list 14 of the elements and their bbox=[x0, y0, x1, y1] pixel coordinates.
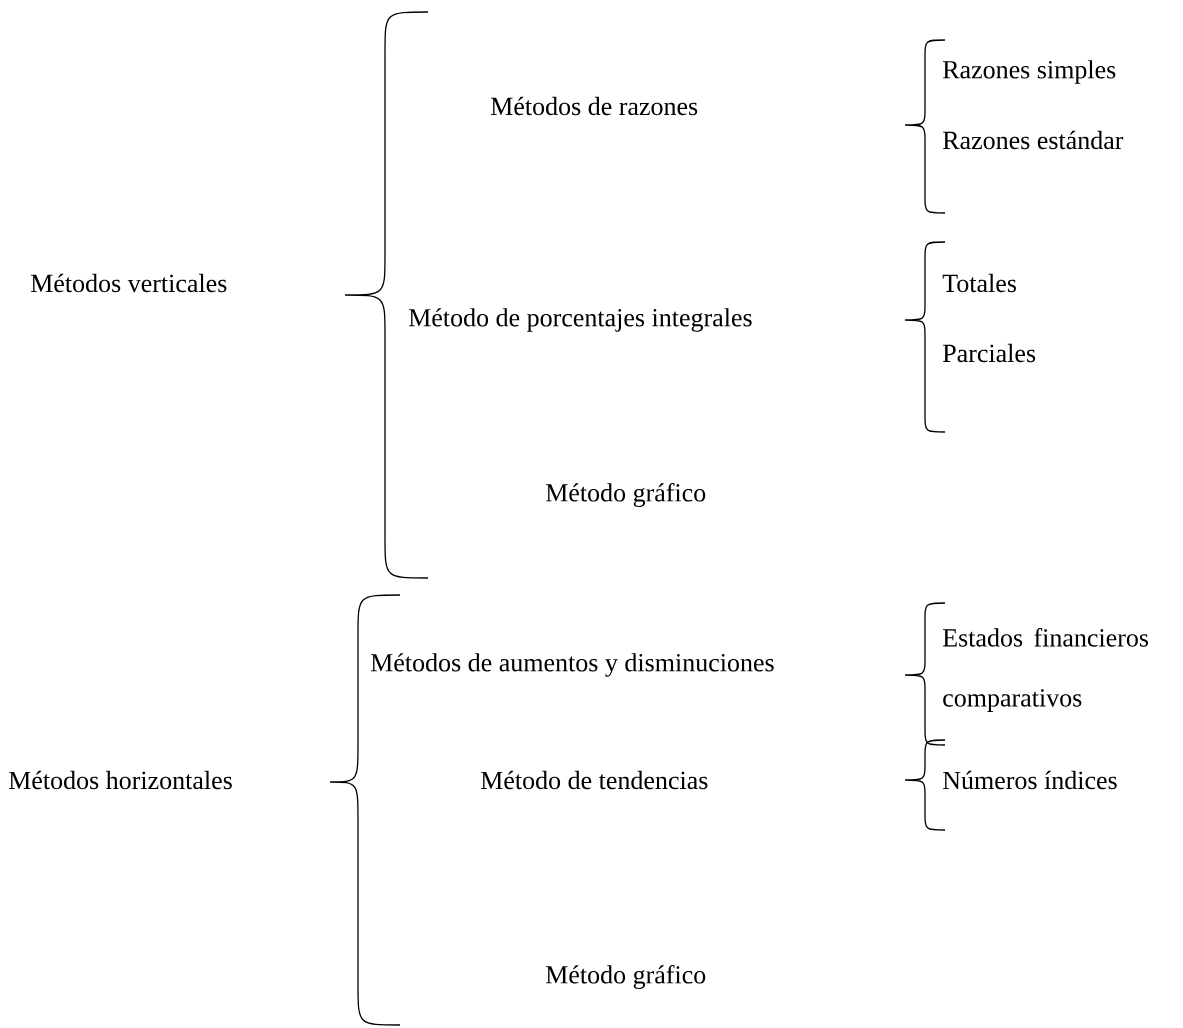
category-label: Estados financieros comparativos bbox=[942, 628, 1149, 712]
category-label: Razones estándar bbox=[942, 130, 1124, 150]
category-label: Método de porcentajes integrales bbox=[408, 308, 752, 332]
category-label: Métodos verticales bbox=[30, 273, 227, 293]
category-label: Parciales bbox=[942, 343, 1036, 363]
category-label: Razones simples bbox=[942, 60, 1116, 84]
category-label: Totales bbox=[942, 273, 1016, 293]
category-label: Método de tendencias bbox=[480, 770, 708, 790]
category-label: Métodos de razones bbox=[490, 96, 698, 116]
category-label: Métodos de aumentos y disminuciones bbox=[370, 653, 774, 677]
category-label: Método gráfico bbox=[545, 483, 706, 507]
category-label: Números índices bbox=[942, 770, 1117, 790]
category-label: Métodos horizontales bbox=[8, 770, 232, 790]
category-label: Método gráfico bbox=[545, 965, 706, 989]
